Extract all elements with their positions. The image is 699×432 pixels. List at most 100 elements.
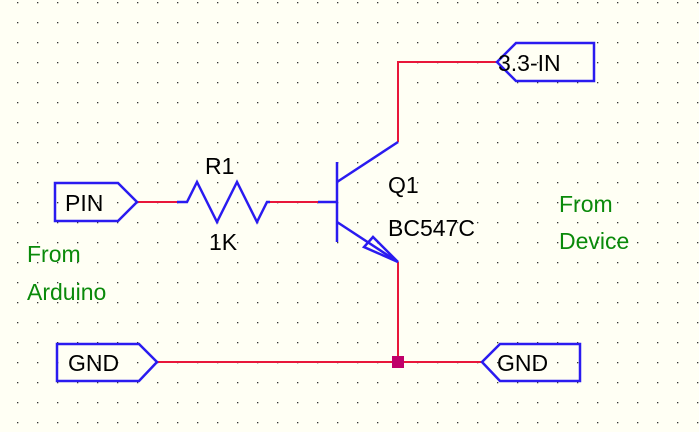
grid-dot xyxy=(377,302,379,304)
grid-dot xyxy=(697,302,699,304)
grid-dot xyxy=(57,342,59,344)
grid-dot xyxy=(677,142,679,144)
grid-dot xyxy=(157,142,159,144)
port-3v3-in[interactable]: 3.3-IN xyxy=(495,41,596,83)
grid-dot xyxy=(557,362,559,364)
grid-dot xyxy=(677,2,679,4)
grid-dot xyxy=(377,2,379,4)
grid-dot xyxy=(17,82,19,84)
grid-dot xyxy=(517,322,519,324)
grid-dot xyxy=(117,42,119,44)
grid-dot xyxy=(97,302,99,304)
grid-dot xyxy=(597,402,599,404)
grid-dot xyxy=(677,242,679,244)
grid-dot xyxy=(177,282,179,284)
grid-dot xyxy=(437,422,439,424)
grid-dot xyxy=(197,282,199,284)
grid-dot xyxy=(197,402,199,404)
grid-dot xyxy=(617,362,619,364)
grid-dot xyxy=(337,402,339,404)
grid-dot xyxy=(337,262,339,264)
wire-collector-to-vin[interactable] xyxy=(397,61,497,142)
grid-dot xyxy=(177,122,179,124)
grid-dot xyxy=(157,82,159,84)
grid-dot xyxy=(497,82,499,84)
grid-dot xyxy=(37,362,39,364)
grid-dot xyxy=(437,402,439,404)
grid-dot xyxy=(97,422,99,424)
grid-dot xyxy=(577,402,579,404)
grid-dot xyxy=(457,222,459,224)
grid-dot xyxy=(437,282,439,284)
grid-dot xyxy=(97,22,99,24)
grid-dot xyxy=(177,82,179,84)
grid-dot xyxy=(617,122,619,124)
grid-dot xyxy=(137,22,139,24)
grid-dot xyxy=(417,342,419,344)
grid-dot xyxy=(377,382,379,384)
grid-dot xyxy=(297,22,299,24)
grid-dot xyxy=(117,122,119,124)
grid-dot xyxy=(317,262,319,264)
transistor-q1[interactable] xyxy=(318,140,399,264)
grid-dot xyxy=(457,2,459,4)
grid-dot xyxy=(137,2,139,4)
grid-dot xyxy=(137,102,139,104)
grid-dot xyxy=(197,322,199,324)
grid-dot xyxy=(617,402,619,404)
grid-dot xyxy=(457,122,459,124)
grid-dot xyxy=(397,162,399,164)
resistor-r1[interactable] xyxy=(177,179,270,225)
grid-dot xyxy=(577,122,579,124)
grid-dot xyxy=(277,2,279,4)
grid-dot xyxy=(297,222,299,224)
grid-dot xyxy=(277,342,279,344)
grid-dot xyxy=(497,222,499,224)
grid-dot xyxy=(77,102,79,104)
grid-dot xyxy=(237,422,239,424)
grid-dot xyxy=(617,302,619,304)
grid-dot xyxy=(637,382,639,384)
grid-dot xyxy=(417,182,419,184)
grid-dot xyxy=(157,242,159,244)
grid-dot xyxy=(177,402,179,404)
grid-dot xyxy=(157,402,159,404)
grid-dot xyxy=(657,322,659,324)
port-gnd-left[interactable]: GND xyxy=(55,342,159,383)
grid-dot xyxy=(37,422,39,424)
grid-dot xyxy=(317,402,319,404)
grid-dot xyxy=(17,162,19,164)
grid-dot xyxy=(17,22,19,24)
grid-dot xyxy=(297,382,299,384)
grid-dot xyxy=(57,2,59,4)
grid-dot xyxy=(317,2,319,4)
grid-dot xyxy=(317,102,319,104)
grid-dot xyxy=(577,382,579,384)
grid-dot xyxy=(497,22,499,24)
grid-dot xyxy=(637,42,639,44)
grid-dot xyxy=(317,162,319,164)
grid-dot xyxy=(217,322,219,324)
grid-dot xyxy=(417,82,419,84)
grid-dot xyxy=(337,42,339,44)
grid-dot xyxy=(577,82,579,84)
grid-dot xyxy=(337,342,339,344)
grid-dot xyxy=(597,142,599,144)
grid-dot xyxy=(437,42,439,44)
note-from-arduino-line2: Arduino xyxy=(27,279,106,305)
grid-dot xyxy=(57,402,59,404)
grid-dot xyxy=(537,382,539,384)
grid-dot xyxy=(177,322,179,324)
grid-dot xyxy=(97,162,99,164)
grid-dot xyxy=(137,362,139,364)
grid-dot xyxy=(77,42,79,44)
grid-dot xyxy=(517,142,519,144)
grid-dot xyxy=(697,362,699,364)
grid-dot xyxy=(637,342,639,344)
grid-dot xyxy=(157,2,159,4)
resistor-ref: R1 xyxy=(205,153,234,179)
grid-dot xyxy=(437,262,439,264)
grid-dot xyxy=(457,102,459,104)
port-gnd-right[interactable]: GND xyxy=(480,342,582,383)
port-pin[interactable]: PIN xyxy=(53,181,139,223)
